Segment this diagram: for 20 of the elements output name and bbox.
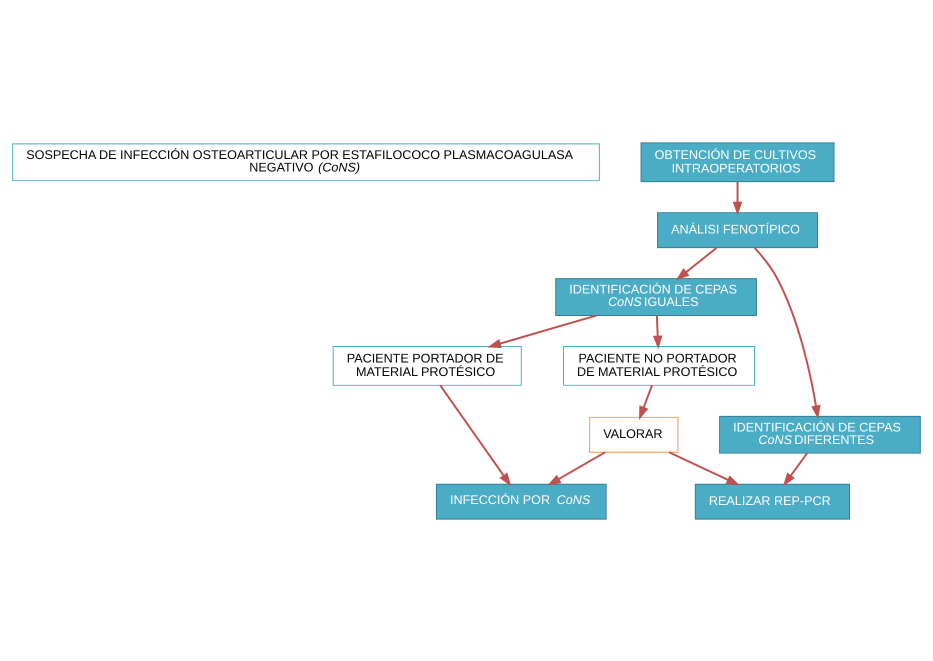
arrow [652,315,662,349]
arrow [487,314,597,348]
arrow [440,384,512,486]
arrow [547,450,606,486]
node-box: OBTENCIÓN DE CULTIVOS INTRAOPERATORIOS [640,142,834,182]
arrow [639,384,653,420]
node-box: REALIZAR REP-PCR [694,483,850,520]
arrow [732,181,742,215]
arrow [783,452,808,486]
node-box: VALORAR [589,416,678,452]
arrow [754,246,821,419]
node-box: ANÁLISI FENOTÍPICO [657,212,818,248]
node-box: INFECCIÓN POR CoNS [436,483,607,520]
node-box: PACIENTE PORTADOR DE MATERIAL PROTÉSICO [332,346,522,386]
node-box: IDENTIFICACIÓN DE CEPAS CoNS IGUALES [555,278,757,316]
node-box: PACIENTE NO PORTADOR DE MATERIAL PROTÉSICO [562,346,755,386]
arrow [668,450,740,485]
node-box: SOSPECHA DE INFECCIÓN OSTEOARTICULAR POR ESTAFILOCOCO PLASMACOAGULASA NEGATIVO (CoNS) [12,142,600,181]
node-box: IDENTIFICACIÓN DE CEPAS CoNS DIFERENTES [719,415,921,454]
arrow [676,246,718,280]
